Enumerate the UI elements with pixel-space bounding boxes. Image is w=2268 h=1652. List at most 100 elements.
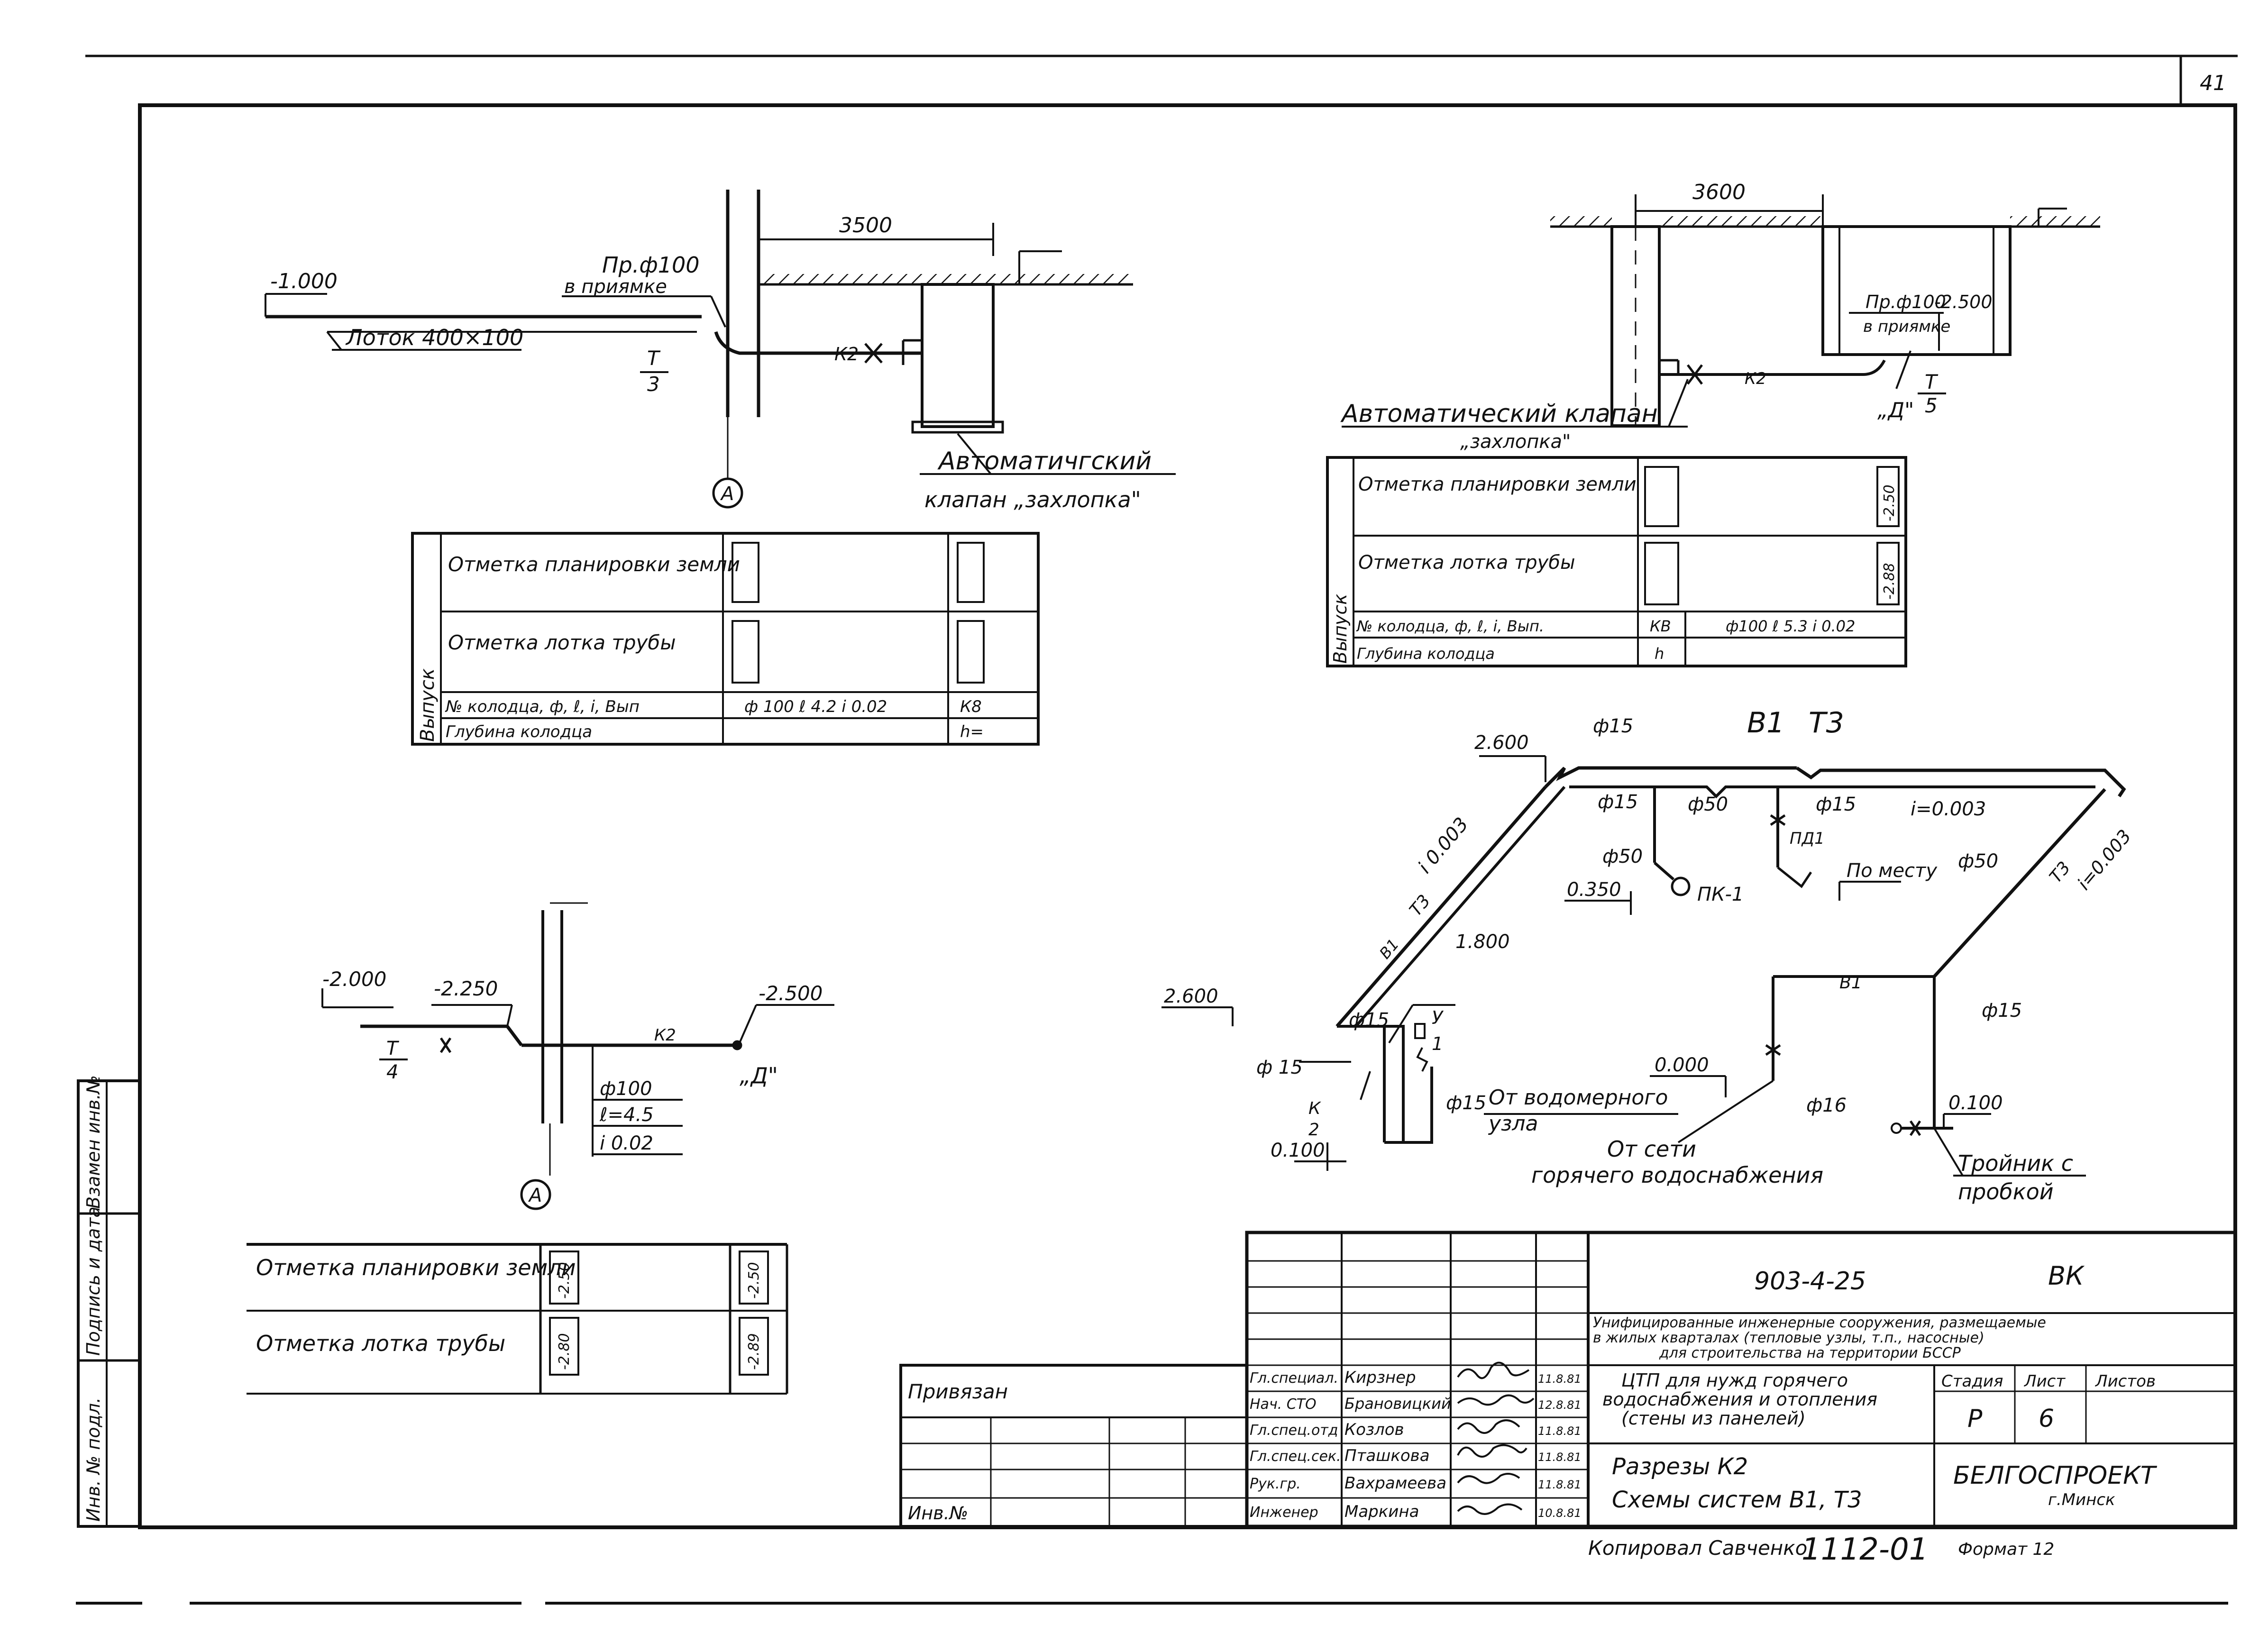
signer-row: Гл.специал. Кирзнер 11.8.81: [1250, 1368, 1582, 1387]
lbl-f50-a: ф50: [1688, 794, 1728, 815]
lbl-i0003-right: i=0.003: [2073, 826, 2135, 894]
project-line-2: в жилых кварталах (тепловые узлы, т.п., …: [1593, 1330, 1984, 1346]
k2-label-c: К2: [654, 1026, 676, 1045]
signer-name: Маркина: [1344, 1502, 1419, 1521]
lbl-0100-right: 0.100: [1948, 1092, 2003, 1114]
table-c: [247, 1243, 788, 1395]
org-city: г.Минск: [2048, 1490, 2115, 1509]
axis-label-a: А: [720, 483, 734, 505]
signer-role: Рук.гр.: [1250, 1476, 1301, 1492]
lbl-po-mestu: По месту: [1847, 860, 1938, 882]
table-c-row2-value: -2.80: [556, 1333, 573, 1370]
signer-date: 11.8.81: [1538, 1372, 1582, 1386]
callout-t3-num: Т: [647, 347, 661, 370]
signer-date: 11.8.81: [1538, 1424, 1582, 1438]
table-a: [411, 532, 1040, 746]
inv-label: Инв.№: [908, 1503, 968, 1524]
signer-name: Козлов: [1344, 1420, 1404, 1439]
valve-label-b-2: „захлопка": [1460, 431, 1571, 453]
pipe-label-b-2: в приямке: [1863, 317, 1950, 336]
side-stamp-3: Взамен инв.№: [83, 1075, 104, 1209]
table-c-row1: Отметка планировки земли: [256, 1255, 576, 1280]
tray-label: Лоток 400×100: [345, 325, 523, 350]
sheet-title-2: Схемы систем В1, Т3: [1612, 1487, 1862, 1513]
sheet-number: 6: [2039, 1405, 2054, 1433]
signer-role: Гл.специал.: [1250, 1370, 1338, 1387]
callout-t4-den: 4: [386, 1061, 398, 1083]
scheme-title-t3: Т3: [1809, 706, 1844, 739]
col-sheets: Листов: [2094, 1372, 2156, 1391]
table-a-row3-value: ф 100 ℓ 4.2 i 0.02: [744, 697, 887, 716]
lbl-0350: 0.350: [1567, 879, 1621, 901]
side-stamp-2: Подпись и дата: [83, 1206, 104, 1356]
lbl-y-den: 1: [1432, 1033, 1443, 1054]
lbl-from-water-1: От водомерного: [1489, 1086, 1668, 1110]
lbl-f15-left1: ф15: [1349, 1009, 1389, 1031]
table-c-row1-value: -2.50: [556, 1262, 573, 1299]
signer-row: Нач. СТО Брановицкий 12.8.81: [1250, 1395, 1582, 1413]
lbl-f50-b: ф50: [1602, 846, 1643, 867]
lbl-0100-left: 0.100: [1271, 1140, 1325, 1161]
lbl-f50-c: ф50: [1958, 850, 1998, 872]
lbl-f15-a: ф15: [1598, 791, 1638, 813]
lbl-f15-left2: ф 15: [1256, 1057, 1303, 1078]
signer-row: Гл.спец.отд Козлов 11.8.81: [1250, 1420, 1582, 1439]
table-b-row1: Отметка планировки земли: [1358, 474, 1637, 495]
k2-label-b: К2: [1745, 369, 1766, 388]
page-number: 41: [2200, 71, 2226, 95]
section-c: [321, 902, 834, 1210]
point-d-b: „Д": [1877, 398, 1914, 422]
scheme-title-b1: В1: [1747, 706, 1784, 739]
table-b: [1326, 456, 1907, 667]
signer-role: Гл.спец.отд: [1250, 1422, 1338, 1439]
signer-role: Нач. СТО: [1250, 1396, 1317, 1413]
valve-label-a-2: клапан „захлопка": [924, 487, 1141, 512]
dim-3600: 3600: [1692, 180, 1746, 204]
stage-value: Р: [1967, 1405, 1983, 1433]
scheme-b1-t3: [1161, 755, 2126, 1177]
callout-t5-den: 5: [1925, 394, 1938, 417]
level-b: -2.500: [1934, 292, 1993, 312]
copied-label: Копировал Савченко: [1588, 1536, 1807, 1560]
signer-role: Гл.спец.сек.: [1250, 1448, 1341, 1465]
level-c-2: -2.250: [434, 977, 498, 1000]
lbl-1800: 1.800: [1455, 931, 1510, 953]
table-c-row2: Отметка лотка трубы: [256, 1331, 505, 1356]
lbl-f15-right: ф15: [1982, 1000, 2022, 1022]
table-b-side: Выпуск: [1330, 594, 1351, 664]
order-number: 1112-01: [1802, 1532, 1928, 1567]
table-b-row3: № колодца, ф, ℓ, i, Вып.: [1356, 617, 1544, 635]
table-b-row3-value: ф100 ℓ 5.3 i 0.02: [1726, 617, 1855, 635]
signer-row: Рук.гр. Вахрамеева 11.8.81: [1250, 1474, 1582, 1493]
dim-3500: 3500: [839, 213, 892, 237]
pipe-label-a-2: в приямке: [564, 276, 667, 298]
table-b-row3-mid: КВ: [1650, 617, 1671, 635]
level-c-1: -2.000: [322, 967, 386, 991]
table-a-row3: № колодца, ф, ℓ, i, Вып: [445, 697, 640, 716]
lbl-t3-right: Т3: [2046, 858, 2074, 887]
lbl-0000: 0.000: [1655, 1054, 1709, 1076]
lbl-from-net-1: От сети: [1607, 1136, 1696, 1162]
k2-label-a: К2: [834, 344, 859, 365]
lbl-from-water-2: узла: [1488, 1112, 1538, 1136]
signer-name: Брановицкий: [1344, 1395, 1451, 1413]
table-b-row4-mid: h: [1655, 645, 1664, 663]
lbl-f16: ф16: [1806, 1095, 1847, 1116]
lbl-tee-2: пробкой: [1958, 1179, 2054, 1205]
callout-t3-den: 3: [647, 373, 660, 396]
lbl-i0003-top: i=0.003: [1911, 798, 1986, 820]
pipe-label-b-1: Пр.ф100: [1866, 292, 1946, 312]
sheet-title-1: Разрезы К2: [1612, 1453, 1748, 1480]
signer-row: Инженер Маркина 10.8.81: [1250, 1502, 1582, 1521]
table-a-row4-end: h=: [960, 722, 984, 741]
object-line-1: ЦТП для нужд горячего: [1621, 1370, 1848, 1391]
section-a: [265, 190, 1176, 509]
title-block: [899, 1231, 2237, 1528]
signer-date: 11.8.81: [1538, 1451, 1582, 1464]
lbl-k-den: 2: [1308, 1120, 1319, 1140]
signer-name: Вахрамеева: [1344, 1474, 1446, 1493]
table-a-row2: Отметка лотка трубы: [448, 631, 676, 654]
point-d-c: „Д": [740, 1063, 778, 1088]
bound-label: Привязан: [908, 1380, 1008, 1403]
